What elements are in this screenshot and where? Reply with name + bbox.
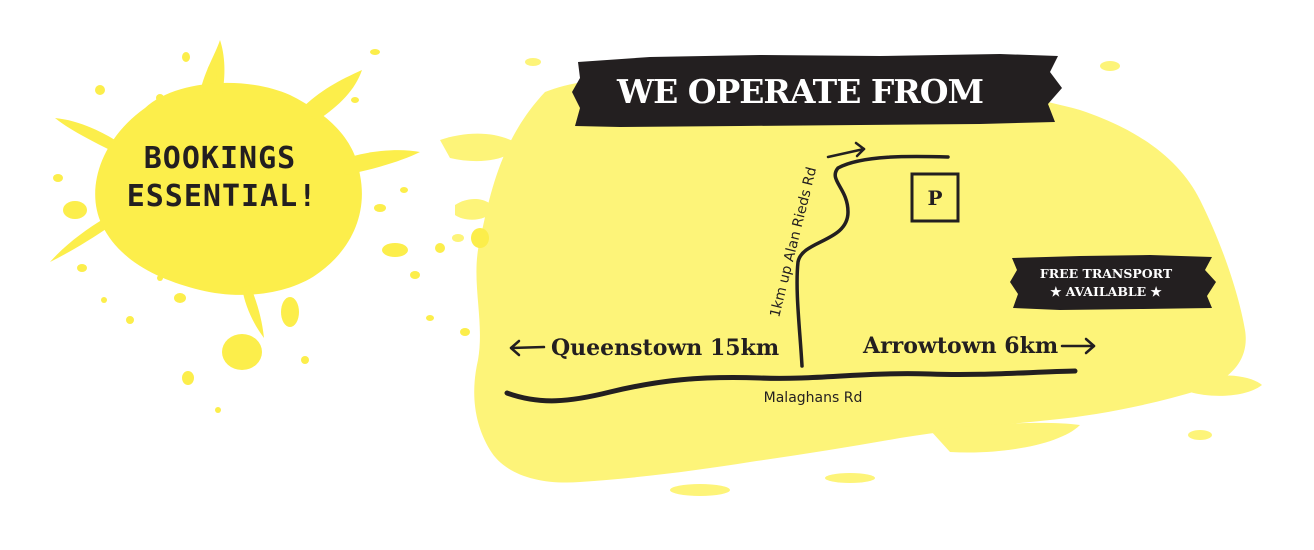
queenstown-arrow: [509, 339, 546, 357]
bookings-text-line2: ESSENTIAL!: [127, 179, 318, 214]
arrowtown-arrow: [1060, 337, 1096, 355]
parking-icon: P: [927, 186, 942, 210]
badge-line1: FREE TRANSPORT: [1040, 266, 1173, 281]
arrowtown-label: Arrowtown 6km: [862, 333, 1058, 359]
parking-marker: P: [910, 172, 960, 223]
queenstown-label: Queenstown 15km: [551, 335, 779, 361]
main-road-label: Malaghans Rd: [764, 390, 863, 406]
banner-background: [572, 54, 1062, 127]
free-transport-badge: FREE TRANSPORT ★ AVAILABLE ★: [1010, 255, 1216, 310]
parking-box: [910, 172, 960, 223]
banner: WE OPERATE FROM: [572, 54, 1062, 127]
map-roads: [504, 154, 1078, 404]
badge-line2: ★ AVAILABLE ★: [1050, 284, 1162, 299]
alan-rieds-road: [795, 154, 950, 368]
banner-title: WE OPERATE FROM: [616, 72, 983, 111]
bookings-text-line1: BOOKINGS: [144, 141, 297, 176]
badge-background: [1010, 255, 1216, 310]
malaghans-road: [504, 368, 1078, 404]
side-road-arrow: [826, 141, 866, 159]
splat-shape: [50, 40, 489, 413]
